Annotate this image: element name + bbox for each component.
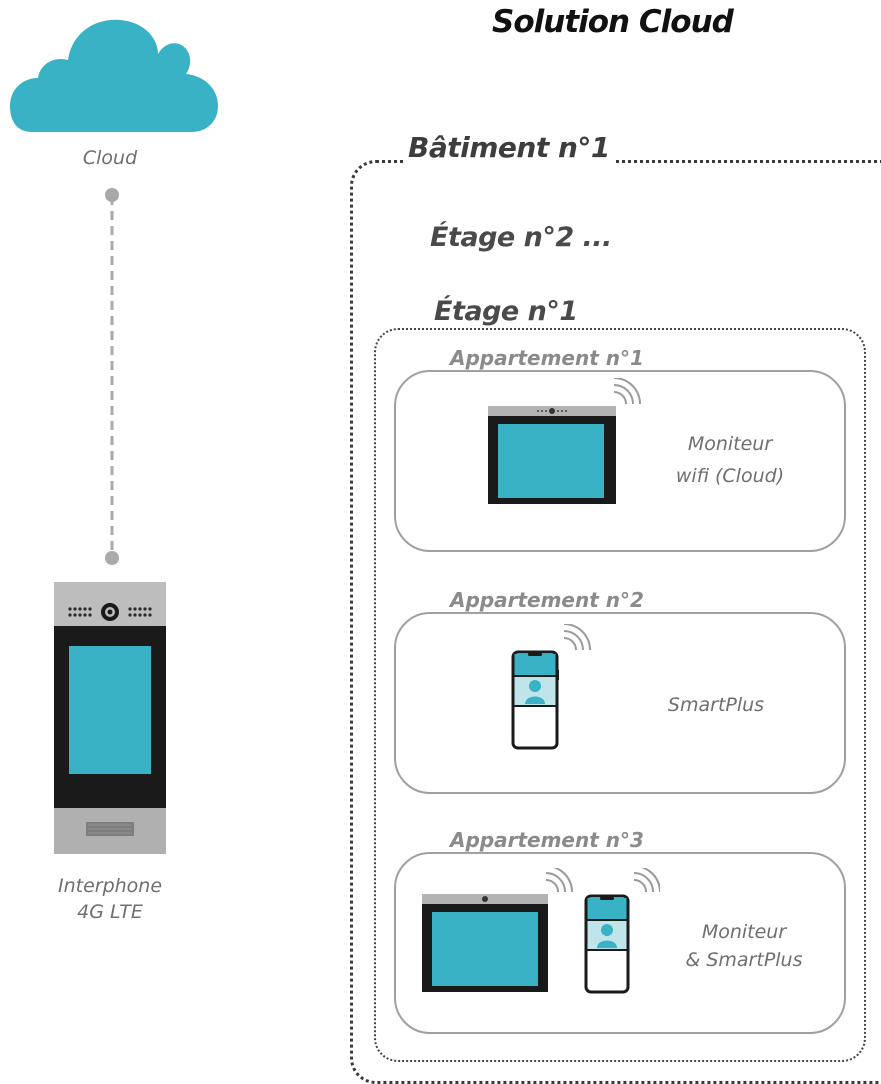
apartment-3-label: Appartement n°3 xyxy=(448,828,646,852)
cloud-label: Cloud xyxy=(82,147,138,169)
intercom-label-line1: Interphone xyxy=(57,875,163,897)
floor-1-label: Étage n°1 xyxy=(430,296,582,327)
floor-2-label: Étage n°2 ... xyxy=(430,222,612,253)
floor-1-container xyxy=(374,328,866,1062)
apartment-2-device-line1: SmartPlus xyxy=(667,694,765,716)
apartment-1-device-line2: wifi (Cloud) xyxy=(675,465,785,487)
apartment-1-device-line1: Moniteur xyxy=(687,433,773,455)
building-container xyxy=(350,160,881,1084)
apartment-2-label: Appartement n°2 xyxy=(448,588,646,612)
wifi-monitor-icon xyxy=(486,378,646,506)
building-label: Bâtiment n°1 xyxy=(404,131,614,164)
intercom-label-line2: 4G LTE xyxy=(77,901,143,923)
smartphone-icon xyxy=(510,624,594,750)
apartment-1-label: Appartement n°1 xyxy=(448,346,646,370)
connection-line xyxy=(100,184,124,570)
apartment-3-device-line1: Moniteur xyxy=(701,921,787,943)
cloud-icon xyxy=(10,18,220,136)
apartment-2-box xyxy=(394,612,846,794)
page-title: Solution Cloud xyxy=(492,4,734,40)
apartment-1-box xyxy=(394,370,846,552)
apartment-3-device-line2: & SmartPlus xyxy=(685,949,803,971)
intercom-icon xyxy=(54,582,166,854)
monitor-and-smartphone-icon xyxy=(420,868,660,996)
apartment-3-box xyxy=(394,852,846,1034)
